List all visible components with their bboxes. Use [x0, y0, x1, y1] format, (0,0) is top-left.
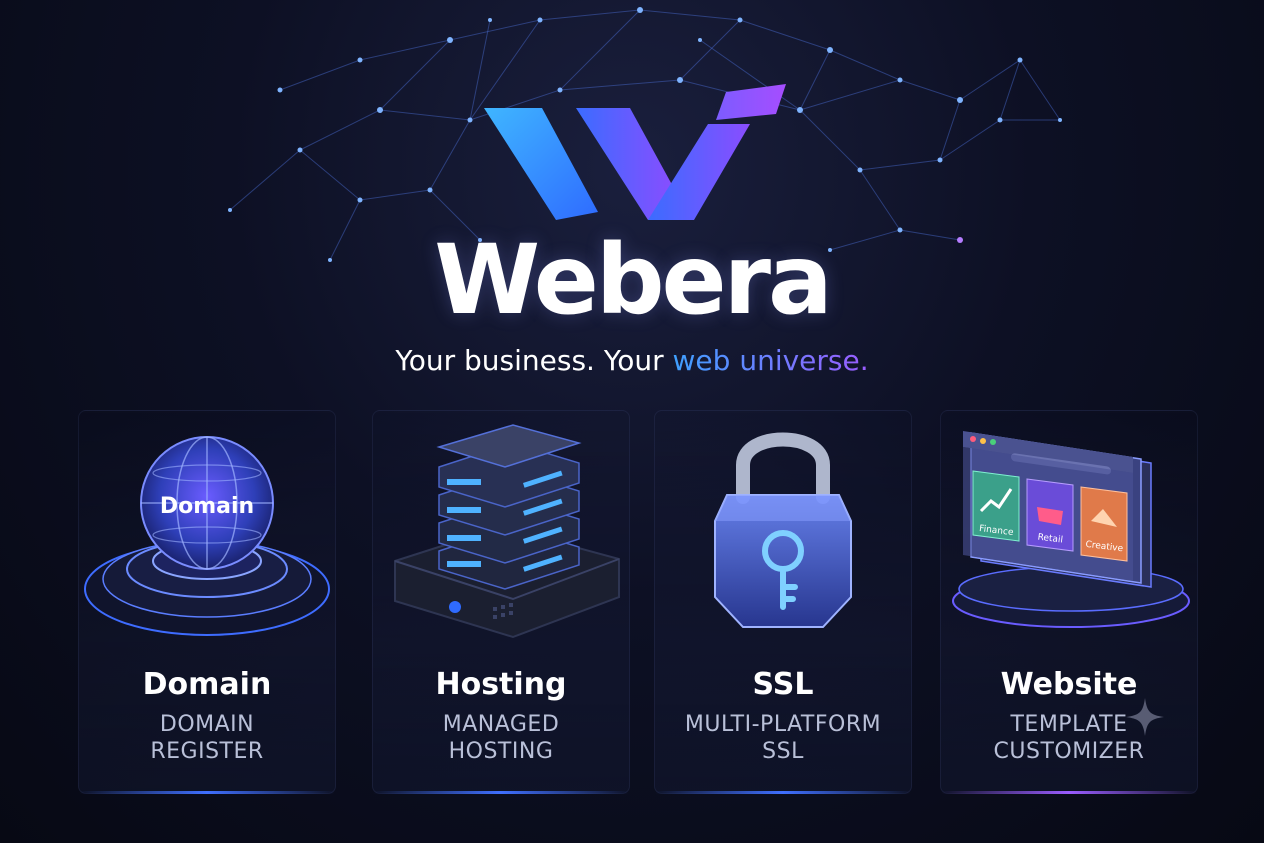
service-subtitle-line1: MANAGED: [373, 711, 629, 738]
globe-badge-text: Domain: [160, 494, 254, 519]
server-icon: [373, 411, 629, 651]
service-card-domain[interactable]: Domain Domain DOMAIN REGISTER: [78, 410, 336, 794]
browser-templates-icon: Finance Retail Creative: [941, 411, 1197, 651]
card-accent-bar: [373, 791, 629, 794]
service-card-ssl[interactable]: SSL MULTI-PLATFORM SSL: [654, 410, 912, 794]
service-subtitle-line2: HOSTING: [373, 738, 629, 765]
tagline-accent: web universe.: [673, 344, 869, 377]
padlock-icon: [655, 411, 911, 651]
service-subtitle-line1: MULTI-PLATFORM: [655, 711, 911, 738]
service-title: Domain: [79, 667, 335, 702]
service-subtitle-line2: REGISTER: [79, 738, 335, 765]
card-accent-bar: [655, 791, 911, 794]
service-subtitle: MULTI-PLATFORM SSL: [655, 711, 911, 765]
service-subtitle-line2: SSL: [655, 738, 911, 765]
webera-logo-icon: [480, 80, 790, 230]
service-subtitle-line2: CUSTOMIZER: [941, 738, 1197, 765]
card-accent-bar: [79, 791, 335, 794]
service-subtitle: MANAGED HOSTING: [373, 711, 629, 765]
card-accent-bar: [941, 791, 1197, 794]
tagline-text: Your business. Your: [395, 344, 672, 377]
globe-icon: Domain: [79, 411, 335, 651]
brand-name: Webera: [0, 232, 1264, 328]
service-subtitle-line1: DOMAIN: [79, 711, 335, 738]
service-card-hosting[interactable]: Hosting MANAGED HOSTING: [372, 410, 630, 794]
service-title: Hosting: [373, 667, 629, 702]
sparkle-icon: [1124, 696, 1166, 738]
service-title: SSL: [655, 667, 911, 702]
service-subtitle: DOMAIN REGISTER: [79, 711, 335, 765]
tagline: Your business. Your web universe.: [0, 344, 1264, 377]
